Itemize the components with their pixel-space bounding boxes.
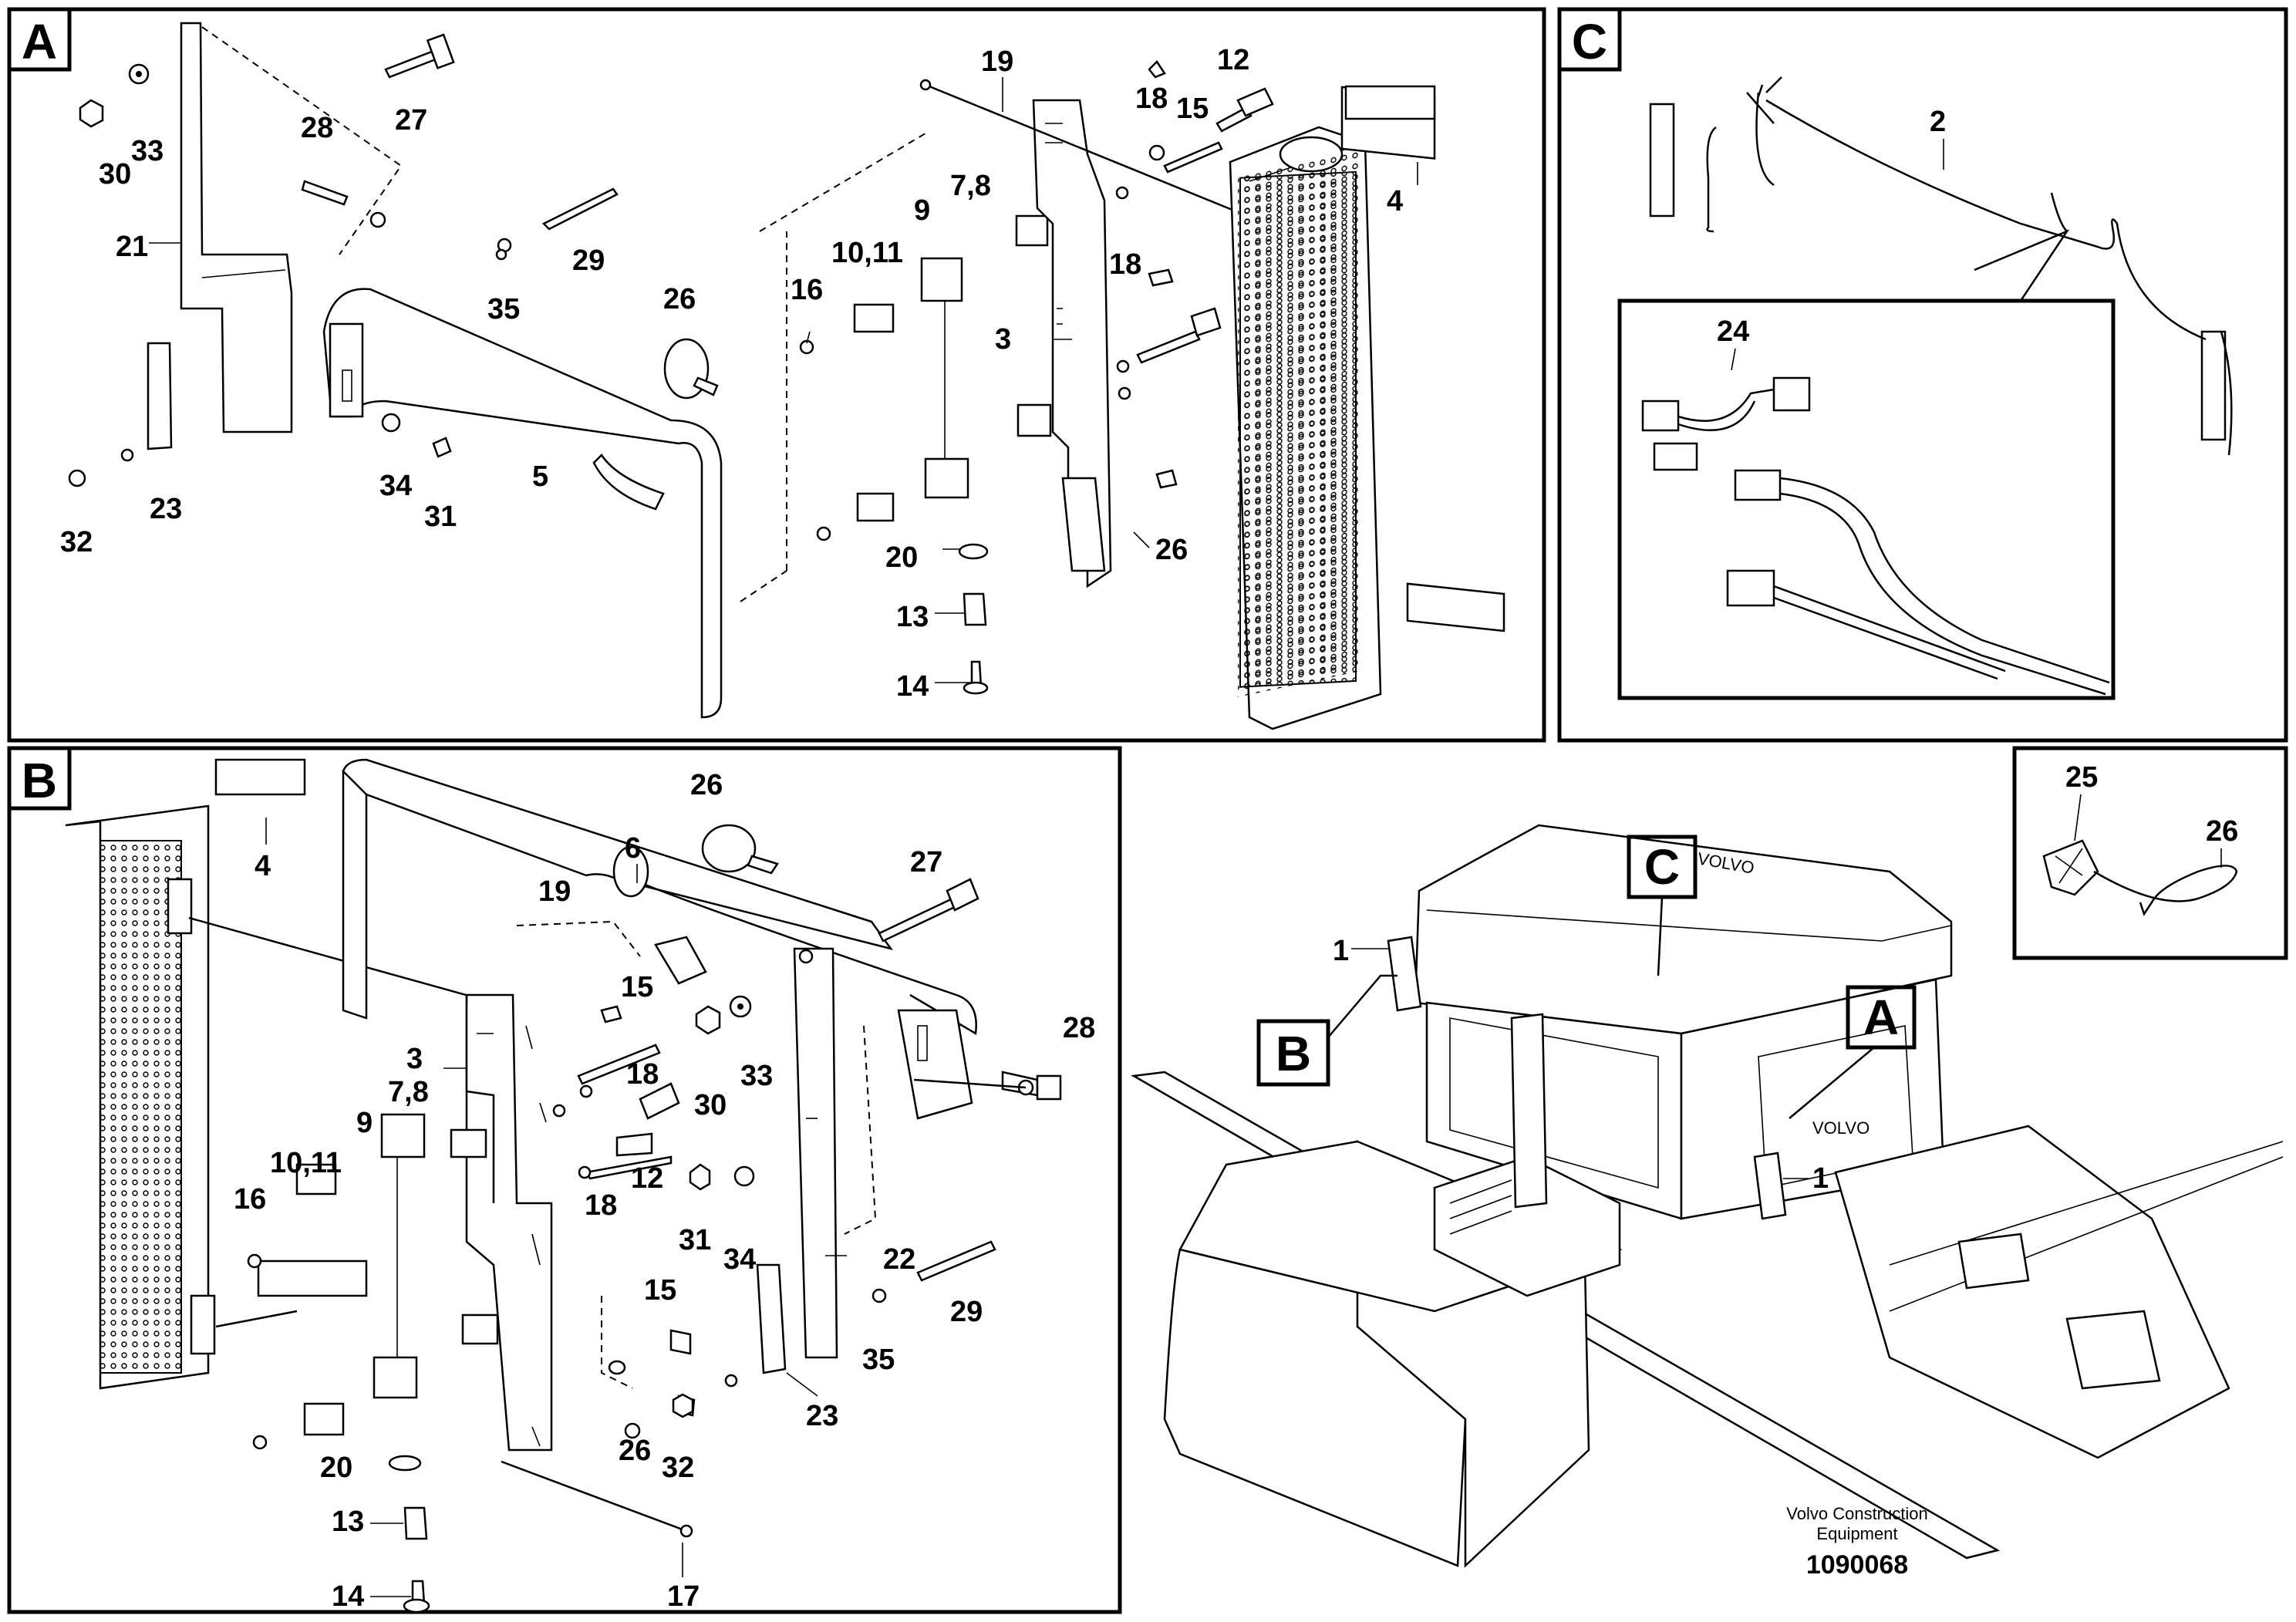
panel-c-artwork xyxy=(1617,76,2233,700)
panel-b-frame xyxy=(7,746,1122,1614)
overview-label: 1 xyxy=(1812,1162,1829,1195)
svg-text:C: C xyxy=(1572,14,1607,69)
panel-b-label: 26 xyxy=(619,1435,651,1467)
panel-a-label: 12 xyxy=(1217,44,1249,76)
panel-d-artwork: 25 26 xyxy=(2042,761,2238,916)
panel-a-label: 33 xyxy=(131,135,164,167)
panel-b-label: 16 xyxy=(234,1183,266,1216)
panel-a-label: 23 xyxy=(150,493,182,525)
panel-a-label: 16 xyxy=(791,274,823,306)
panel-a-label: 26 xyxy=(1155,534,1188,566)
panel-b-label: 12 xyxy=(631,1162,663,1195)
panel-c-label: 24 xyxy=(1717,315,1749,348)
panel-b-label: 28 xyxy=(1063,1012,1095,1044)
panel-b-label: 27 xyxy=(910,846,942,878)
panel-b-label: 18 xyxy=(585,1189,617,1222)
panel-c-frame xyxy=(1557,7,2288,743)
panel-b-label: 22 xyxy=(883,1243,915,1276)
panel-b-label: 7,8 xyxy=(388,1076,429,1108)
svg-text:B: B xyxy=(1276,1026,1311,1081)
panel-a-labels: 30 33 28 27 21 35 29 26 23 32 34 31 5 19… xyxy=(60,44,1403,703)
panel-b-label: 33 xyxy=(740,1060,773,1092)
panel-b-label: 18 xyxy=(626,1058,659,1091)
panel-a-leaders xyxy=(149,77,1418,683)
panel-b-label: 13 xyxy=(332,1506,364,1538)
panel-b-tag: B xyxy=(7,746,72,811)
panel-b-label: 23 xyxy=(806,1400,838,1432)
machine-overview: VOLVO VOLVO xyxy=(1131,824,2284,1568)
panel-c-label: 2 xyxy=(1930,106,1946,138)
panel-b-label: 32 xyxy=(662,1452,694,1484)
panel-a-label: 14 xyxy=(896,670,929,703)
panel-a-label: 18 xyxy=(1109,248,1141,281)
panel-a-light-grille xyxy=(1239,170,1357,688)
panel-d-label: 25 xyxy=(2065,761,2098,794)
svg-text:A: A xyxy=(1863,990,1899,1045)
panel-a-label: 15 xyxy=(1176,93,1209,125)
panel-a-label: 29 xyxy=(572,244,605,277)
svg-text:A: A xyxy=(22,14,57,69)
panel-b-leaders xyxy=(265,818,847,1597)
panel-b-artwork xyxy=(65,758,1062,1614)
panel-a-label: 7,8 xyxy=(950,170,991,202)
panel-b-labels: 4 6 26 19 27 3 15 18 28 30 33 12 9 7,8 1… xyxy=(234,769,1095,1613)
svg-text:C: C xyxy=(1644,839,1680,895)
panel-a-label: 28 xyxy=(301,112,333,144)
svg-text:VOLVO: VOLVO xyxy=(1812,1118,1870,1138)
panel-b-label: 35 xyxy=(862,1344,895,1376)
panel-b-label: 10,11 xyxy=(270,1147,342,1179)
panel-a-label: 5 xyxy=(532,460,548,493)
panel-b-label: 17 xyxy=(667,1580,700,1613)
panel-a-label: 19 xyxy=(981,46,1013,78)
panel-b-label: 19 xyxy=(538,875,571,908)
svg-text:B: B xyxy=(22,753,57,808)
panel-b-label: 34 xyxy=(723,1243,756,1276)
panel-b-label: 26 xyxy=(690,769,723,801)
caption: Volvo Construction Equipment 1090068 xyxy=(1786,1504,1927,1580)
panel-a-frame xyxy=(7,7,1546,743)
panel-a-label: 32 xyxy=(60,526,93,558)
panel-d-frame xyxy=(2012,746,2288,960)
panel-a-label: 31 xyxy=(424,501,457,533)
panel-a-label: 21 xyxy=(116,231,148,263)
panel-b-label: 14 xyxy=(332,1580,364,1613)
svg-text:Volvo Construction: Volvo Construction xyxy=(1786,1504,1927,1523)
panel-b-label: 15 xyxy=(621,971,653,1003)
panel-a-tag: A xyxy=(7,7,72,72)
panel-d-label: 26 xyxy=(2206,815,2238,848)
panel-a-label: 9 xyxy=(914,194,930,227)
overview-callouts: B C A 1 1 xyxy=(1256,835,1917,1195)
panel-c-tag: C xyxy=(1557,7,1622,72)
panel-a-label: 3 xyxy=(995,323,1011,356)
panel-b-label: 15 xyxy=(644,1274,676,1307)
panel-a-label: 34 xyxy=(379,470,412,502)
panel-b-label: 3 xyxy=(406,1043,423,1075)
panel-a-label: 27 xyxy=(395,104,427,137)
panel-a-label: 35 xyxy=(487,293,520,325)
panel-b-label: 6 xyxy=(625,832,641,865)
panel-c-labels: 2 24 xyxy=(1717,106,1946,371)
svg-text:Equipment: Equipment xyxy=(1816,1524,1897,1543)
panel-a-label: 10,11 xyxy=(831,237,903,269)
panel-a-label: 4 xyxy=(1387,185,1403,218)
panel-a-label: 20 xyxy=(885,541,918,574)
panel-b-label: 31 xyxy=(679,1224,711,1256)
overview-label: 1 xyxy=(1333,935,1349,967)
panel-b-label: 20 xyxy=(320,1452,352,1484)
panel-a-label: 18 xyxy=(1135,83,1168,115)
panel-b-label: 30 xyxy=(694,1089,727,1121)
panel-a-label: 13 xyxy=(896,601,929,633)
panel-b-label: 9 xyxy=(356,1107,373,1139)
svg-text:1090068: 1090068 xyxy=(1806,1550,1908,1580)
panel-b-label: 4 xyxy=(255,850,271,882)
panel-a-label: 30 xyxy=(99,158,131,191)
panel-b-label: 29 xyxy=(950,1296,983,1328)
panel-a-label: 26 xyxy=(663,283,696,315)
